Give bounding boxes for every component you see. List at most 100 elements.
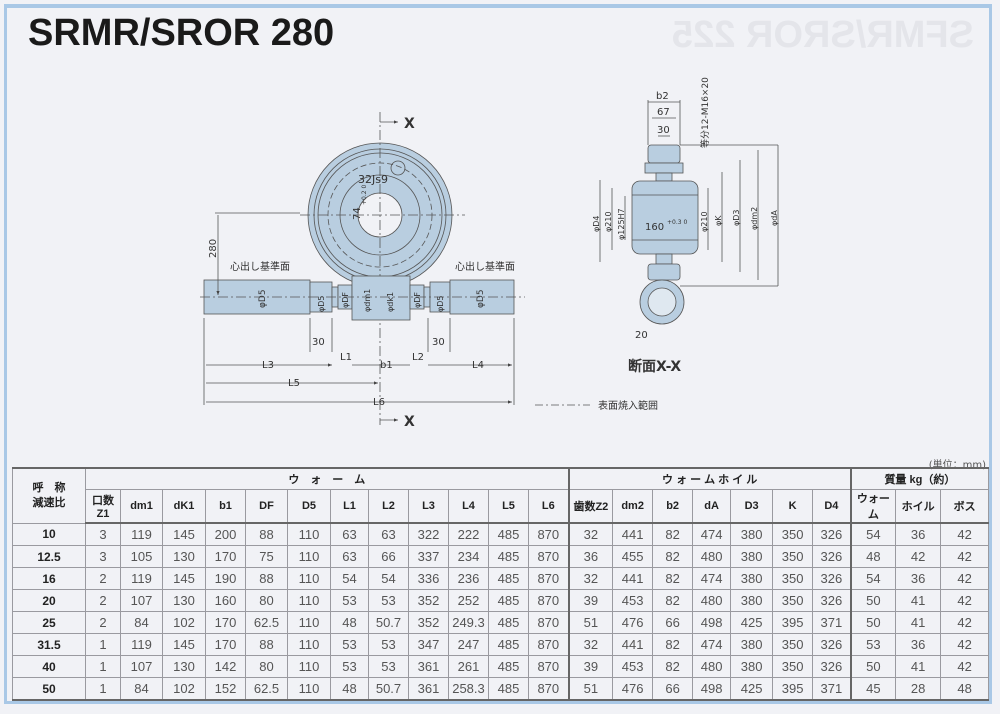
table-cell: 1 [85, 677, 121, 701]
table-cell: 2 [85, 589, 121, 612]
column-header: L4 [448, 489, 489, 524]
table-cell: 119 [120, 522, 163, 546]
table-cell: 326 [812, 545, 852, 568]
da-label: φdA [770, 210, 779, 226]
column-header: ホイル [895, 489, 942, 524]
column-header: L2 [368, 489, 409, 524]
table-cell: 110 [287, 611, 331, 634]
table-cell: 2 [85, 567, 121, 590]
table-cell: 474 [692, 567, 732, 590]
column-header: dA [692, 489, 732, 524]
table-cell: 51 [567, 611, 614, 634]
dim-d5-label: φD5 [258, 289, 268, 308]
table-cell: 485 [488, 655, 529, 678]
table-cell: 80 [245, 655, 288, 678]
table-cell: 371 [812, 611, 852, 634]
table-cell: 62.5 [245, 611, 288, 634]
table-cell: 66 [652, 611, 694, 634]
table-cell: 53 [330, 655, 369, 678]
l2-label: L2 [412, 352, 424, 363]
table-cell: 130 [162, 589, 206, 612]
section-caption: 断面X-X [628, 358, 681, 375]
table-cell: 337 [408, 545, 449, 568]
table-cell: 485 [488, 589, 529, 612]
table-cell: 326 [812, 522, 852, 546]
table-cell: 870 [527, 611, 570, 634]
table-cell: 326 [812, 567, 852, 590]
table-cell: 145 [162, 522, 206, 546]
table-cell: 66 [652, 677, 694, 701]
column-header: ボス [940, 489, 990, 524]
table-cell: 380 [730, 545, 774, 568]
table-cell: 395 [772, 677, 814, 701]
column-header: 歯数Z2 [567, 489, 614, 524]
table-cell: 102 [162, 611, 206, 634]
ref-surface-right-label: 心出し基準面 [455, 260, 515, 273]
ratio-cell: 25 [12, 611, 86, 634]
page-frame [4, 4, 992, 704]
table-cell: 48 [849, 545, 897, 568]
l6-label: L6 [373, 397, 385, 408]
table-cell: 110 [287, 567, 331, 590]
table-cell: 63 [330, 545, 369, 568]
table-cell: 42 [940, 655, 990, 678]
table-cell: 247 [448, 633, 489, 656]
dim-d5-left-label: φD5 [317, 295, 326, 312]
page-title: SRMR/SROR 280 [28, 12, 335, 54]
table-cell: 54 [330, 567, 369, 590]
hub-length-label: 160 [645, 222, 664, 233]
table-cell: 41 [895, 655, 942, 678]
column-header: dm1 [120, 489, 163, 524]
table-cell: 485 [488, 567, 529, 590]
ratio-cell: 20 [12, 589, 86, 612]
section-mark-top: X [404, 116, 415, 132]
worm-wheel-front-view [300, 112, 465, 425]
table-cell: 36 [895, 567, 942, 590]
table-cell: 476 [612, 677, 654, 701]
table-cell: 455 [612, 545, 654, 568]
table-cell: 236 [448, 567, 489, 590]
table-cell: 88 [245, 567, 288, 590]
table-cell: 870 [527, 677, 570, 701]
table-cell: 62.5 [245, 677, 288, 701]
table-cell: 28 [895, 677, 942, 701]
table-cell: 474 [692, 522, 732, 546]
table-cell: 145 [162, 567, 206, 590]
table-cell: 3 [85, 522, 121, 546]
table-cell: 110 [287, 522, 331, 546]
table-cell: 480 [692, 589, 732, 612]
column-header: dK1 [162, 489, 206, 524]
dim-d5-far-label: φD5 [476, 289, 486, 308]
table-cell: 82 [652, 545, 694, 568]
table-cell: 54 [368, 567, 409, 590]
table-cell: 380 [730, 567, 774, 590]
table-cell: 53 [368, 633, 409, 656]
column-header: D4 [812, 489, 852, 524]
hardening-legend: 表面焼入範囲 [598, 399, 658, 412]
table-cell: 63 [330, 522, 369, 546]
table-cell: 498 [692, 677, 732, 701]
table-cell: 119 [120, 633, 163, 656]
table-cell: 347 [408, 633, 449, 656]
table-cell: 75 [245, 545, 288, 568]
dimension-lines [203, 212, 590, 406]
table-cell: 258.3 [448, 677, 489, 701]
d210-right-label: φ210 [700, 211, 709, 232]
ref-surface-left-label: 心出し基準面 [230, 260, 290, 273]
center-height-label: 280 [208, 239, 219, 258]
column-header: L3 [408, 489, 449, 524]
table-cell: 42 [940, 611, 990, 634]
table-cell: 352 [408, 589, 449, 612]
table-cell: 102 [162, 677, 206, 701]
table-cell: 485 [488, 545, 529, 568]
table-cell: 130 [162, 655, 206, 678]
l4-label: L4 [472, 360, 484, 371]
table-cell: 326 [812, 655, 852, 678]
table-cell: 476 [612, 611, 654, 634]
table-cell: 870 [527, 633, 570, 656]
table-cell: 53 [368, 655, 409, 678]
width-20-label: 20 [635, 330, 648, 341]
